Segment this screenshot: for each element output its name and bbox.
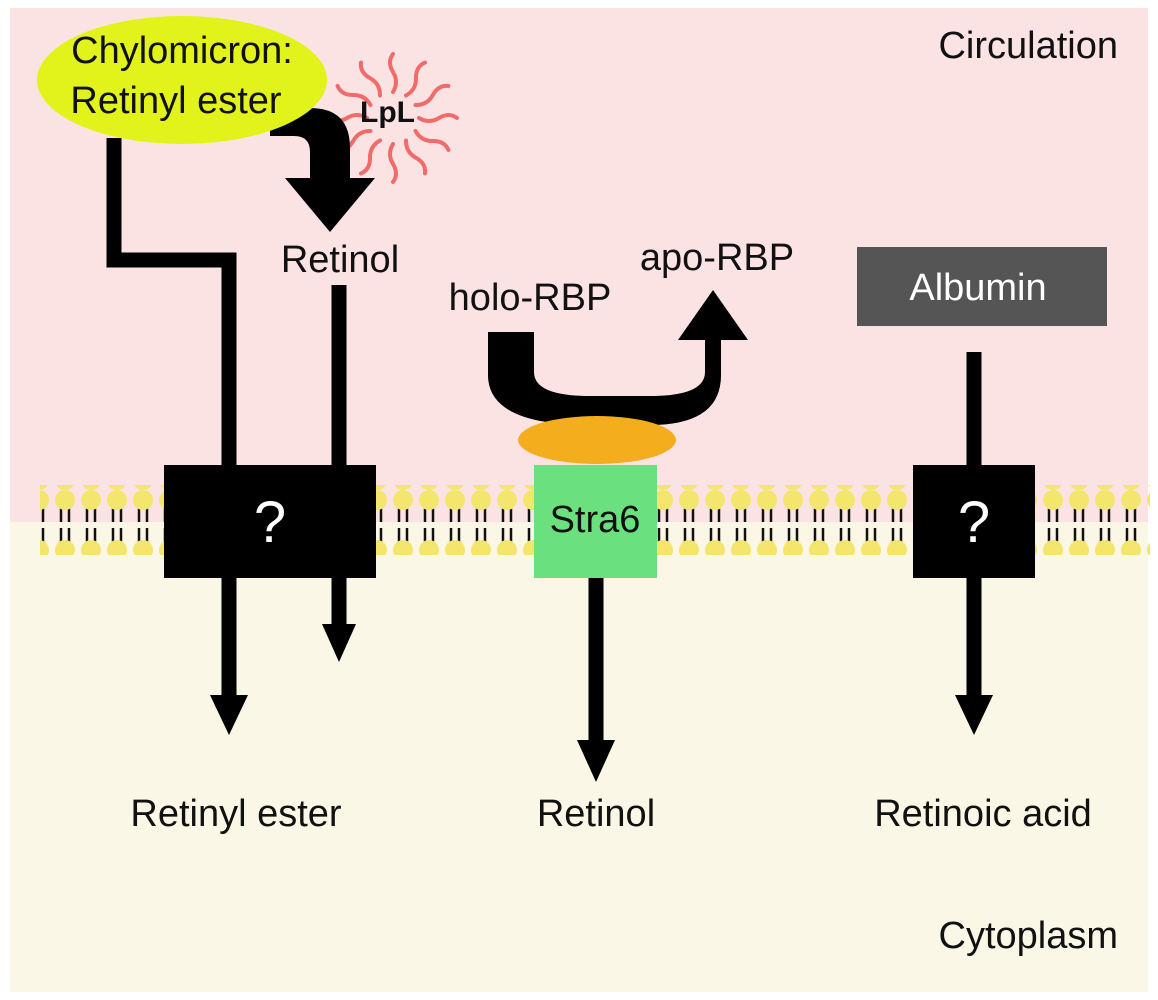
rbp-exchange-arrow	[488, 290, 748, 425]
cytoplasm-region	[10, 522, 1148, 992]
stra6-label: Stra6	[550, 499, 641, 541]
stra6-retinol-arrowhead	[577, 740, 615, 782]
chylomicron-cargo-label: Retinyl ester	[70, 80, 282, 122]
rbp-binding-site	[518, 416, 676, 464]
unknown-transporter-left-mark: ?	[254, 490, 286, 555]
retinol-intermediate-label: Retinol	[281, 239, 399, 281]
albumin-label: Albumin	[909, 267, 1046, 309]
retinoic-acid-arrowhead	[955, 695, 993, 735]
unknown-transporter-right-mark: ?	[958, 490, 990, 555]
cytoplasm-label: Cytoplasm	[939, 915, 1119, 957]
retinol-arrowhead	[322, 624, 356, 662]
retinyl-ester-arrowhead	[210, 695, 248, 735]
chylomicron-particle	[37, 16, 327, 144]
product-retinyl-ester-label: Retinyl ester	[130, 793, 342, 835]
lpl-label: LpL	[360, 96, 415, 129]
product-retinoic-acid-label: Retinoic acid	[874, 793, 1092, 835]
circulation-label: Circulation	[938, 25, 1118, 67]
lpl-conversion-arrow	[270, 108, 375, 232]
stra6-receptor	[534, 465, 657, 578]
holo-rbp-label: holo-RBP	[449, 277, 612, 319]
chylomicron-label: Chylomicron:	[71, 30, 293, 72]
apo-rbp-label: apo-RBP	[640, 237, 794, 279]
lpl-enzyme-icon	[327, 52, 459, 184]
unknown-transporter-left	[164, 465, 376, 578]
product-retinol-label: Retinol	[537, 793, 655, 835]
unknown-transporter-right	[913, 465, 1035, 578]
albumin-box	[857, 247, 1107, 326]
